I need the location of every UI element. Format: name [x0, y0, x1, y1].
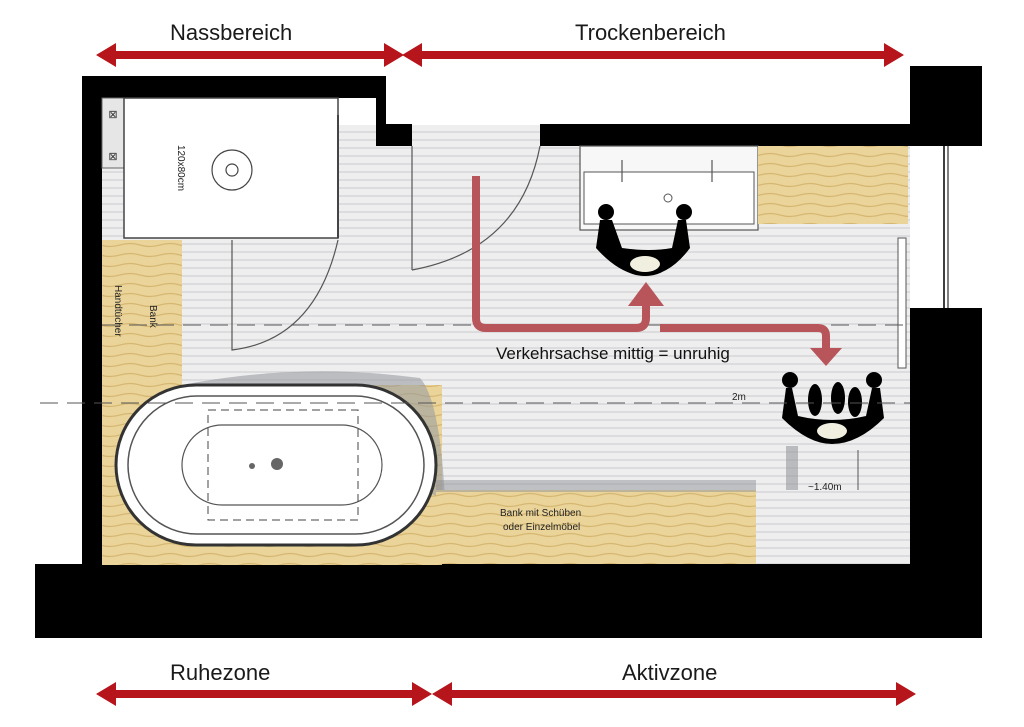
svg-text:⊠: ⊠	[108, 151, 117, 163]
drawer-bench-label-2: oder Einzelmöbel	[503, 522, 580, 533]
traffic-axis-label: Verkehrsachse mittig = unruhig	[496, 344, 730, 363]
floor-shadow-right	[786, 446, 798, 490]
zone-arrow-aktivzone	[432, 682, 916, 706]
zone-arrow-nassbereich	[96, 43, 404, 67]
shower: ⊠ ⊠	[101, 97, 339, 239]
entry-door	[411, 145, 541, 271]
shower-door-swing	[231, 239, 339, 351]
zone-label-aktivzone: Aktivzone	[622, 660, 718, 685]
traffic-path	[472, 176, 830, 350]
zone-label-trockenbereich: Trockenbereich	[575, 20, 726, 45]
traffic-arrow-head-up	[628, 282, 664, 306]
zone-arrow-trockenbereich	[402, 43, 904, 67]
zone-label-ruhezone: Ruhezone	[170, 660, 271, 685]
traffic-arrow-head-down	[810, 348, 842, 366]
person-icon-floor	[782, 372, 884, 444]
bathtub	[114, 383, 438, 547]
wall-strip	[897, 237, 907, 369]
person-icon-vanity	[596, 204, 692, 276]
zone-label-nassbereich: Nassbereich	[170, 20, 293, 45]
svg-text:⊠: ⊠	[108, 109, 117, 121]
walls	[35, 66, 982, 638]
dim-clearance-label: ~1.40m	[808, 482, 842, 493]
shelf	[758, 146, 908, 224]
shower-size-label: 120x80cm	[175, 145, 186, 191]
towels-label: Handtücher	[112, 285, 123, 337]
bench-shadow	[436, 480, 756, 492]
window	[910, 146, 982, 308]
dim-width-label: 2m	[732, 392, 746, 403]
drawer-bench	[436, 490, 756, 564]
drawer-bench-label-1: Bank mit Schüben	[500, 508, 581, 519]
zone-arrow-ruhezone	[96, 682, 432, 706]
towel-bench-label: Bank	[147, 305, 158, 329]
